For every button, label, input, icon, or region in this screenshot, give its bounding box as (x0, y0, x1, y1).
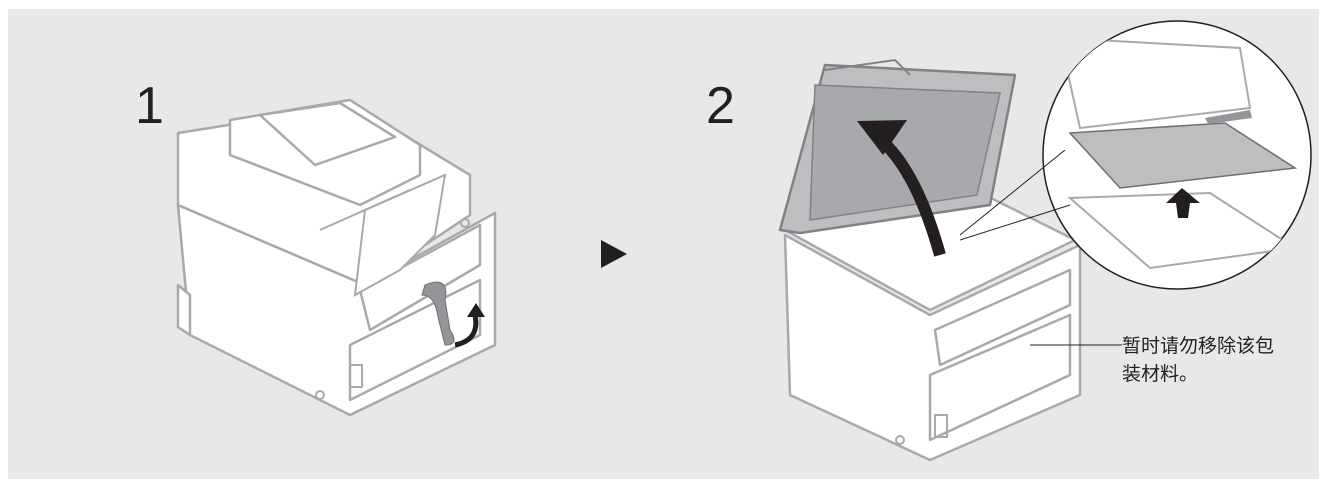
printer-step1-illustration (176, 98, 497, 417)
printer-step2-illustration (778, 58, 1082, 462)
step-2-number: 2 (706, 77, 735, 135)
step-1-number: 1 (135, 77, 164, 135)
magnifier-connector-lines (960, 150, 1070, 241)
detail-magnifier-circle (1042, 20, 1312, 290)
next-step-arrow-icon (601, 240, 627, 268)
callout-leader-line (1030, 344, 1122, 346)
packing-material-note: 暂时请勿移除该包 装材料。 (1122, 335, 1275, 385)
